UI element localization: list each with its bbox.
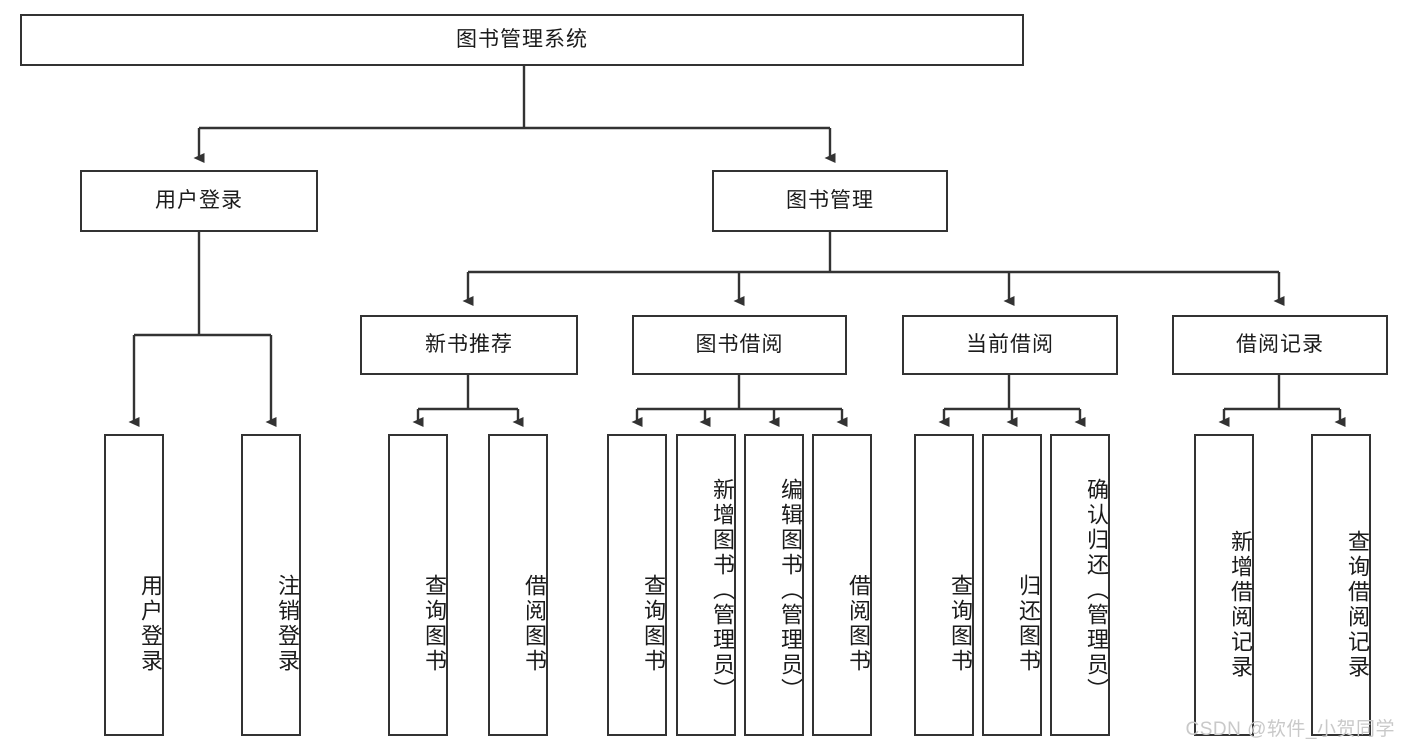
leaf-book-borrow-add[interactable]: 新增图书（管理员）	[676, 434, 736, 736]
leaf-current-borrow-return[interactable]: 归还图书	[982, 434, 1042, 736]
node-label: 借阅图书	[846, 574, 871, 674]
leaf-current-borrow-confirm-return[interactable]: 确认归还（管理员）	[1050, 434, 1110, 736]
node-label: 图书管理系统	[456, 28, 588, 52]
node-label: 用户登录	[155, 189, 243, 213]
node-label: 新增借阅记录	[1228, 530, 1253, 680]
node-label: 查询图书	[641, 574, 666, 674]
node-label: 借阅图书	[522, 574, 547, 674]
node-label: 编辑图书（管理员）	[778, 477, 803, 703]
leaf-new-book-query[interactable]: 查询图书	[388, 434, 448, 736]
leaf-new-book-borrow[interactable]: 借阅图书	[488, 434, 548, 736]
node-borrow-record[interactable]: 借阅记录	[1172, 315, 1388, 375]
leaf-user-login-logout[interactable]: 注销登录	[241, 434, 301, 736]
node-label: 查询图书	[948, 574, 973, 674]
leaf-book-borrow-query[interactable]: 查询图书	[607, 434, 667, 736]
watermark: CSDN @软件_小贺同学	[1185, 719, 1395, 740]
leaf-user-login-login[interactable]: 用户登录	[104, 434, 164, 736]
node-label: 查询借阅记录	[1345, 530, 1370, 680]
node-current-borrow[interactable]: 当前借阅	[902, 315, 1118, 375]
node-root[interactable]: 图书管理系统	[20, 14, 1024, 66]
leaf-book-borrow-borrow[interactable]: 借阅图书	[812, 434, 872, 736]
leaf-borrow-record-add[interactable]: 新增借阅记录	[1194, 434, 1254, 736]
node-label: 借阅记录	[1236, 333, 1324, 357]
node-label: 查询图书	[422, 574, 447, 674]
node-label: 当前借阅	[966, 333, 1054, 357]
node-user-login[interactable]: 用户登录	[80, 170, 318, 232]
node-label: 确认归还（管理员）	[1084, 477, 1109, 703]
node-book-management[interactable]: 图书管理	[712, 170, 948, 232]
node-label: 图书借阅	[695, 333, 784, 357]
leaf-book-borrow-edit[interactable]: 编辑图书（管理员）	[744, 434, 804, 736]
node-book-borrow[interactable]: 图书借阅	[632, 315, 847, 375]
node-label: 新书推荐	[425, 333, 513, 357]
node-label: 新增图书（管理员）	[710, 477, 735, 703]
node-label: 归还图书	[1016, 574, 1041, 674]
node-label: 图书管理	[786, 189, 874, 213]
leaf-borrow-record-query[interactable]: 查询借阅记录	[1311, 434, 1371, 736]
node-new-book-recommend[interactable]: 新书推荐	[360, 315, 578, 375]
leaf-current-borrow-query[interactable]: 查询图书	[914, 434, 974, 736]
node-label: 注销登录	[275, 574, 300, 674]
node-label: 用户登录	[138, 574, 163, 674]
